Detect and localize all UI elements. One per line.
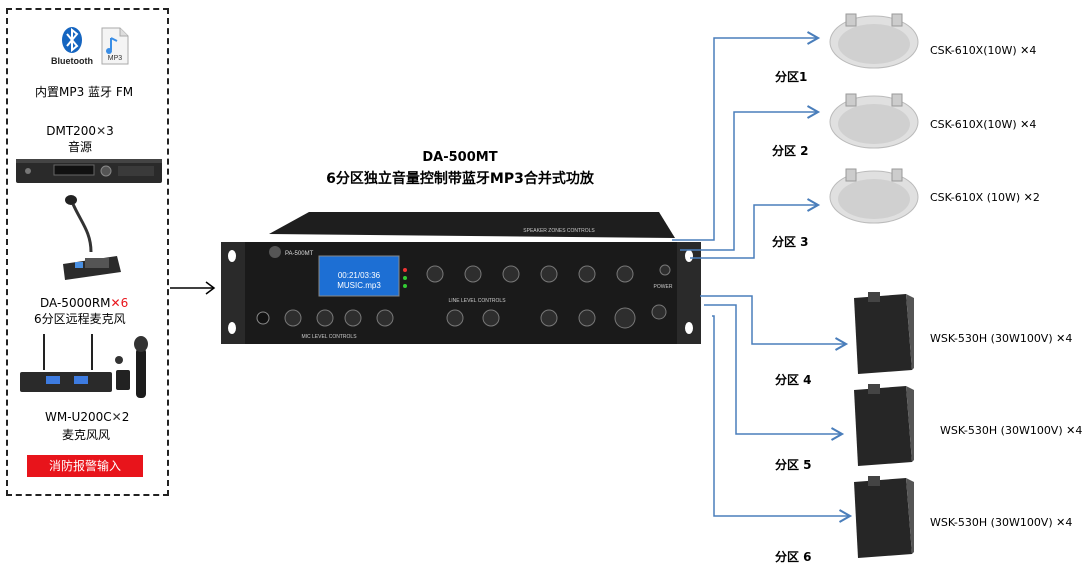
zone-3-label: 分区 3 (772, 235, 809, 249)
builtin-sources-label: 内置MP3 蓝牙 FM (35, 85, 134, 99)
ceiling-speaker-zone-3 (829, 168, 919, 224)
zone-2-speaker-model: CSK-610X(10W) ✕4 (930, 118, 1037, 131)
power-label: POWER (654, 284, 673, 290)
zone-4-speaker-model: WSK-530H (30W100V) ✕4 (930, 332, 1073, 345)
input-to-amp-arrow (170, 281, 216, 295)
bluetooth-icon: Bluetooth (51, 27, 93, 66)
zone-6-arrow (712, 315, 853, 523)
zone-5-label: 分区 5 (775, 458, 812, 472)
zone-3-arrow (690, 198, 821, 259)
line-level-label: LINE LEVEL CONTROLS (448, 298, 506, 304)
zone-4-label: 分区 4 (775, 373, 812, 387)
zone-6-speaker-model: WSK-530H (30W100V) ✕4 (930, 516, 1073, 529)
zone-3-speaker-model: CSK-610X (10W) ✕2 (930, 191, 1040, 204)
zone-6-label: 分区 6 (775, 550, 812, 564)
zone-2-arrow (680, 105, 821, 251)
wall-speaker-zone-6 (854, 476, 914, 558)
mp3-file-icon: MP3 (101, 27, 129, 65)
zone-4-arrow (700, 295, 849, 351)
wall-speaker-zone-4 (854, 292, 914, 374)
dmt-desc-label: 音源 (67, 140, 92, 154)
amp-model-title: DA-500MT (422, 150, 498, 165)
mp3-label: MP3 (108, 55, 123, 62)
wm-model-label: WM-U200C✕2 (45, 410, 130, 424)
input-sources-panel (6, 8, 169, 496)
ceiling-speaker-zone-2 (829, 93, 919, 149)
zone-1-arrow (672, 31, 821, 241)
wall-speaker-zone-5 (854, 384, 914, 466)
rm-model-label: DA-5000RM✕6 (40, 296, 129, 310)
amp-display-track: MUSIC.mp3 (337, 281, 381, 290)
rm-desc-label: 6分区远程麦克风 (34, 312, 126, 326)
zone-1-label: 分区1 (775, 70, 808, 84)
zone-2-label: 分区 2 (772, 144, 809, 158)
dmt200-tuner-device (16, 159, 162, 183)
da-500mt-amplifier: PA-500MT 00:21/03:36 MUSIC.mp3 SPEAKER Z… (221, 212, 701, 344)
bluetooth-label: Bluetooth (51, 56, 93, 66)
desktop-paging-microphone (63, 195, 121, 280)
zone-1-speaker-model: CSK-610X(10W) ✕4 (930, 44, 1037, 57)
dmt-model-label: DMT200✕3 (46, 124, 114, 138)
zone-5-arrow (704, 304, 845, 441)
speaker-zones-label: SPEAKER ZONES CONTROLS (523, 228, 595, 234)
fire-alarm-input-box: 消防报警输入 (27, 455, 143, 477)
wireless-microphone-system (20, 334, 148, 398)
amp-display-time: 00:21/03:36 (338, 271, 381, 280)
wm-desc-label: 麦克风风 (62, 428, 111, 442)
amp-panel-brand: PA-500MT (285, 251, 314, 257)
zone-5-speaker-model: WSK-530H (30W100V) ✕4 (940, 424, 1082, 437)
amp-description-title: 6分区独立音量控制带蓝牙MP3合并式功放 (326, 171, 594, 187)
mic-level-label: MIC LEVEL CONTROLS (301, 334, 357, 340)
ceiling-speaker-zone-1 (829, 13, 919, 69)
